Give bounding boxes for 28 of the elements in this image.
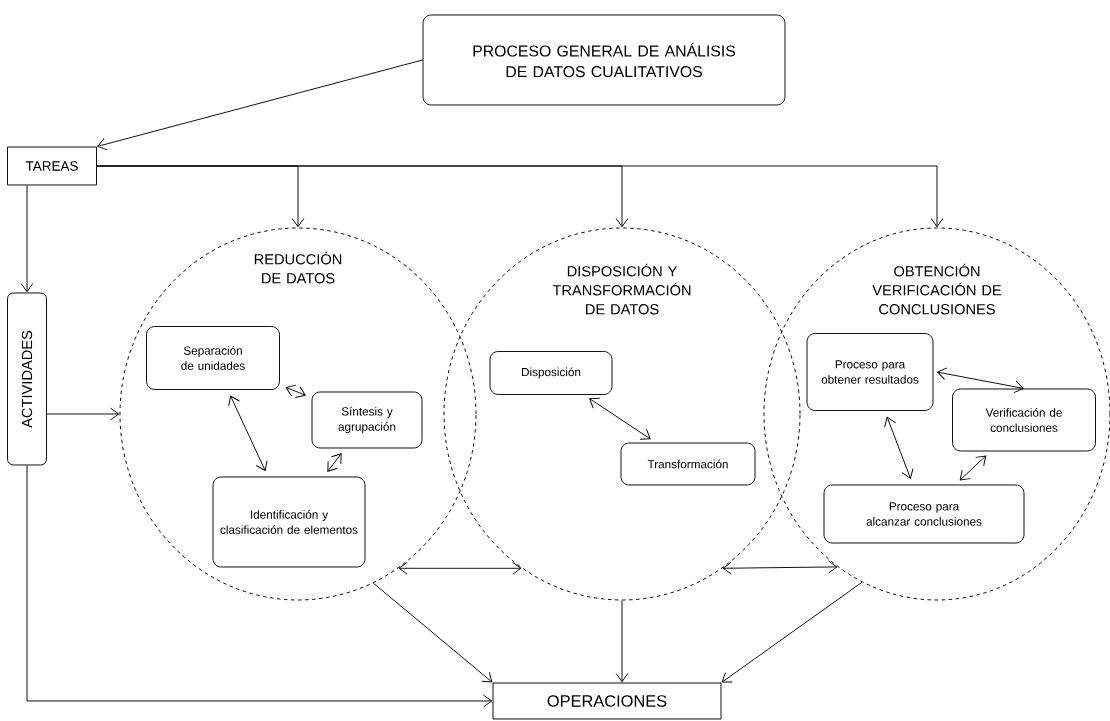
label-box: ACTIVIDADES xyxy=(7,292,47,466)
arrow xyxy=(722,560,838,575)
arrow xyxy=(20,185,34,293)
arrow xyxy=(26,465,493,708)
process-box: Disposición xyxy=(489,351,613,395)
arrow xyxy=(228,395,268,471)
process-box: Separación de unidades xyxy=(146,326,280,390)
process-box: PROCESO GENERAL DE ANÁLISIS DE DATOS CUALITATIVOS xyxy=(422,14,786,106)
process-box: Verificación de conclusiones xyxy=(952,388,1096,452)
arrow xyxy=(372,582,493,683)
arrow xyxy=(884,416,914,479)
arrow xyxy=(721,581,863,683)
arrow xyxy=(46,407,120,421)
arrow xyxy=(285,384,306,399)
label-box: TAREAS xyxy=(7,146,97,186)
process-box: Proceso para alcanzar conclusiones xyxy=(823,484,1025,544)
arrow xyxy=(327,453,342,472)
process-box: Transformación xyxy=(620,442,756,486)
arrow xyxy=(589,397,651,440)
label-box: OPERACIONES xyxy=(492,682,722,720)
arrow xyxy=(959,455,987,481)
arrow xyxy=(615,600,629,683)
arrow xyxy=(96,165,944,228)
arrow xyxy=(97,59,423,151)
process-box: Síntesis y agrupación xyxy=(311,391,423,449)
process-box: Proceso para obtener resultados xyxy=(806,333,934,411)
process-box: Identificación y clasificación de elementos xyxy=(212,476,366,568)
arrow xyxy=(398,561,522,575)
